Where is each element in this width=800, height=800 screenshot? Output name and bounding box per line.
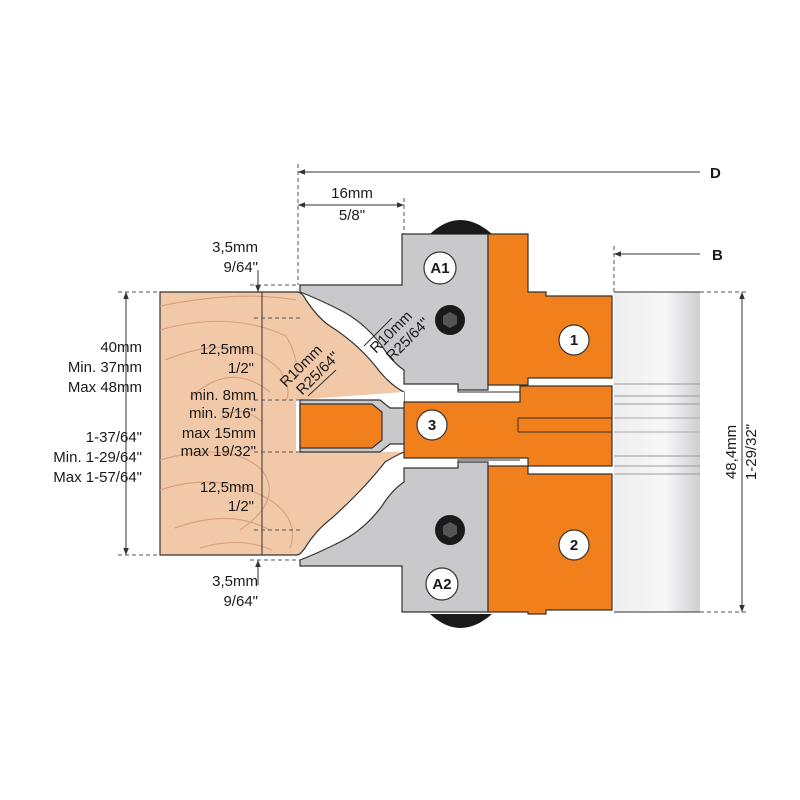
svg-text:12,5mm: 12,5mm [200, 479, 254, 496]
dimension-b: B [613, 246, 723, 292]
dimension-profile: 12,5mm 1/2" min. 8mm min. 5/16" max 15mm… [181, 292, 300, 555]
screw-bottom [435, 515, 465, 545]
badge-part-3: 3 [416, 409, 448, 441]
svg-text:40mm: 40mm [100, 339, 142, 356]
groove-blade-insert [299, 403, 383, 449]
svg-text:12,5mm: 12,5mm [200, 341, 254, 358]
svg-text:Min. 1-29/64": Min. 1-29/64" [53, 449, 142, 466]
svg-text:48,4mm: 48,4mm [723, 425, 740, 479]
svg-text:Max 1-57/64": Max 1-57/64" [53, 469, 142, 486]
badge-part-1: 1 [558, 324, 590, 356]
svg-text:3: 3 [428, 417, 436, 434]
svg-text:1/2": 1/2" [228, 498, 254, 515]
dimension-stock: 40mm Min. 37mm Max 48mm 1-37/64" Min. 1-… [53, 291, 160, 556]
dimension-height: 48,4mm 1-29/32" [700, 291, 760, 613]
svg-text:B: B [712, 247, 723, 264]
dimension-d: D [297, 164, 721, 285]
svg-text:A2: A2 [432, 576, 451, 593]
radius-leader-top [363, 317, 393, 347]
bore-region [614, 291, 700, 613]
svg-text:5/8": 5/8" [339, 207, 365, 224]
svg-text:9/64": 9/64" [223, 259, 258, 276]
svg-text:3,5mm: 3,5mm [212, 573, 258, 590]
badge-a1: A1 [423, 251, 457, 285]
svg-text:max 15mm: max 15mm [182, 425, 256, 442]
svg-text:A1: A1 [430, 260, 449, 277]
svg-text:Max 48mm: Max 48mm [68, 379, 142, 396]
svg-text:3,5mm: 3,5mm [212, 239, 258, 256]
badge-part-2: 2 [558, 529, 590, 561]
svg-text:9/64": 9/64" [223, 593, 258, 610]
dimension-top-offset: 3,5mm 9/64" [212, 239, 300, 292]
svg-text:Min. 37mm: Min. 37mm [68, 359, 142, 376]
clamp-cap-bottom [430, 614, 492, 628]
clamp-cap-top [430, 220, 492, 234]
dimension-width: 16mm 5/8" [298, 185, 405, 234]
svg-text:1-29/32": 1-29/32" [743, 424, 760, 480]
svg-text:min. 5/16": min. 5/16" [189, 405, 256, 422]
svg-text:1: 1 [570, 332, 578, 349]
svg-text:16mm: 16mm [331, 185, 373, 202]
dimension-bottom-offset: 3,5mm 9/64" [212, 559, 300, 610]
screw-top [435, 305, 465, 335]
badge-a2: A2 [425, 567, 459, 601]
svg-text:max 19/32": max 19/32" [181, 443, 256, 460]
svg-text:2: 2 [570, 537, 578, 554]
radius-leader-left [307, 369, 337, 397]
svg-text:1/2": 1/2" [228, 360, 254, 377]
svg-text:min. 8mm: min. 8mm [190, 387, 256, 404]
svg-text:1-37/64": 1-37/64" [86, 429, 142, 446]
svg-text:D: D [710, 165, 721, 182]
